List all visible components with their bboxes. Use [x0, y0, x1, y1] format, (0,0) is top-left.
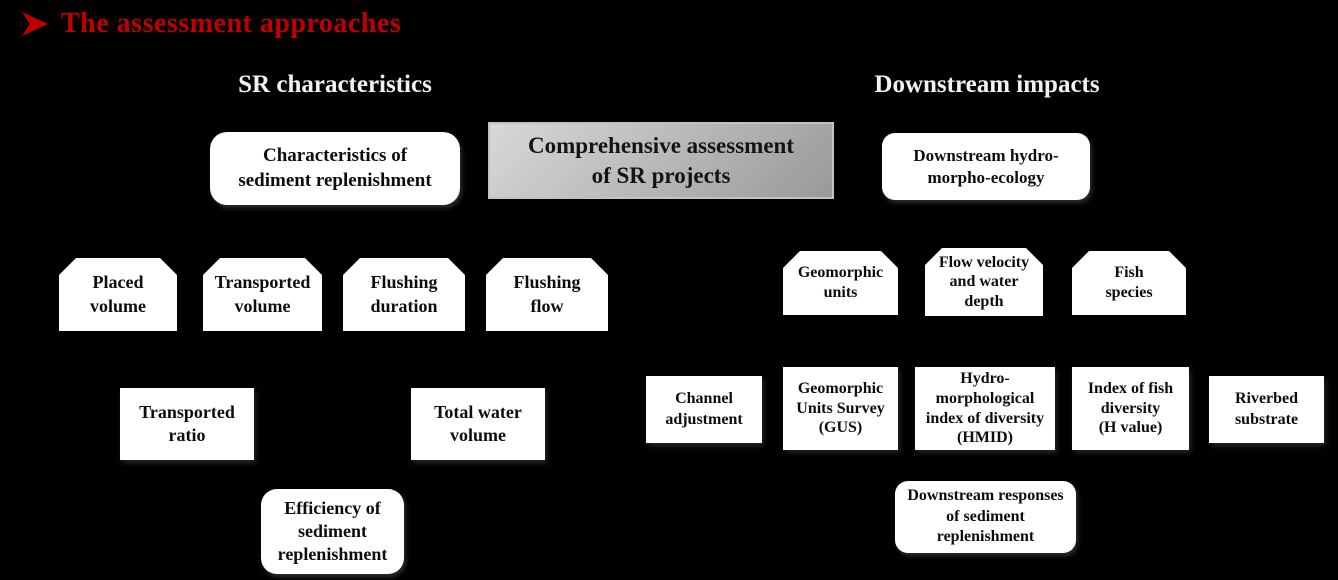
node-flow-velocity-and-water-depth: Flow velocity and water depth [925, 248, 1043, 316]
node-fish-species: Fish species [1072, 251, 1186, 315]
arrowhead-bullet-icon [22, 12, 48, 36]
node-comprehensive-assessment-of-sr-projects: Comprehensive assessment of SR projects [488, 122, 834, 199]
node-channel-adjustment: Channel adjustment [646, 376, 762, 443]
node-geomorphic-units-survey-gus: Geomorphic Units Survey (GUS) [783, 367, 898, 450]
slide-title-text: The assessment approaches [61, 8, 402, 39]
node-hydro-morphological-index-of-diversity-hmid: Hydro- morphological index of diversity … [915, 367, 1055, 450]
node-riverbed-substrate: Riverbed substrate [1209, 376, 1324, 443]
node-downstream-responses-of-sediment-replenishment: Downstream responses of sediment repleni… [895, 481, 1076, 553]
node-placed-volume: Placed volume [59, 258, 177, 331]
node-efficiency-of-sediment-replenishment: Efficiency of sediment replenishment [261, 489, 404, 574]
node-geomorphic-units: Geomorphic units [783, 251, 898, 315]
node-total-water-volume: Total water volume [411, 388, 545, 460]
node-downstream-hydro-morpho-ecology: Downstream hydro- morpho-ecology [882, 133, 1090, 200]
heading-downstream-impacts: Downstream impacts [874, 71, 1100, 98]
node-index-of-fish-diversity-h-value: Index of fish diversity (H value) [1072, 367, 1189, 450]
heading-sr-characteristics: SR characteristics [238, 71, 432, 98]
node-transported-volume: Transported volume [203, 258, 322, 331]
node-flushing-flow: Flushing flow [486, 258, 608, 331]
node-transported-ratio: Transported ratio [120, 388, 254, 460]
node-flushing-duration: Flushing duration [343, 258, 465, 331]
node-characteristics-of-sediment-replenishment: Characteristics of sediment replenishmen… [210, 132, 460, 205]
slide-title: The assessment approaches [22, 8, 401, 40]
